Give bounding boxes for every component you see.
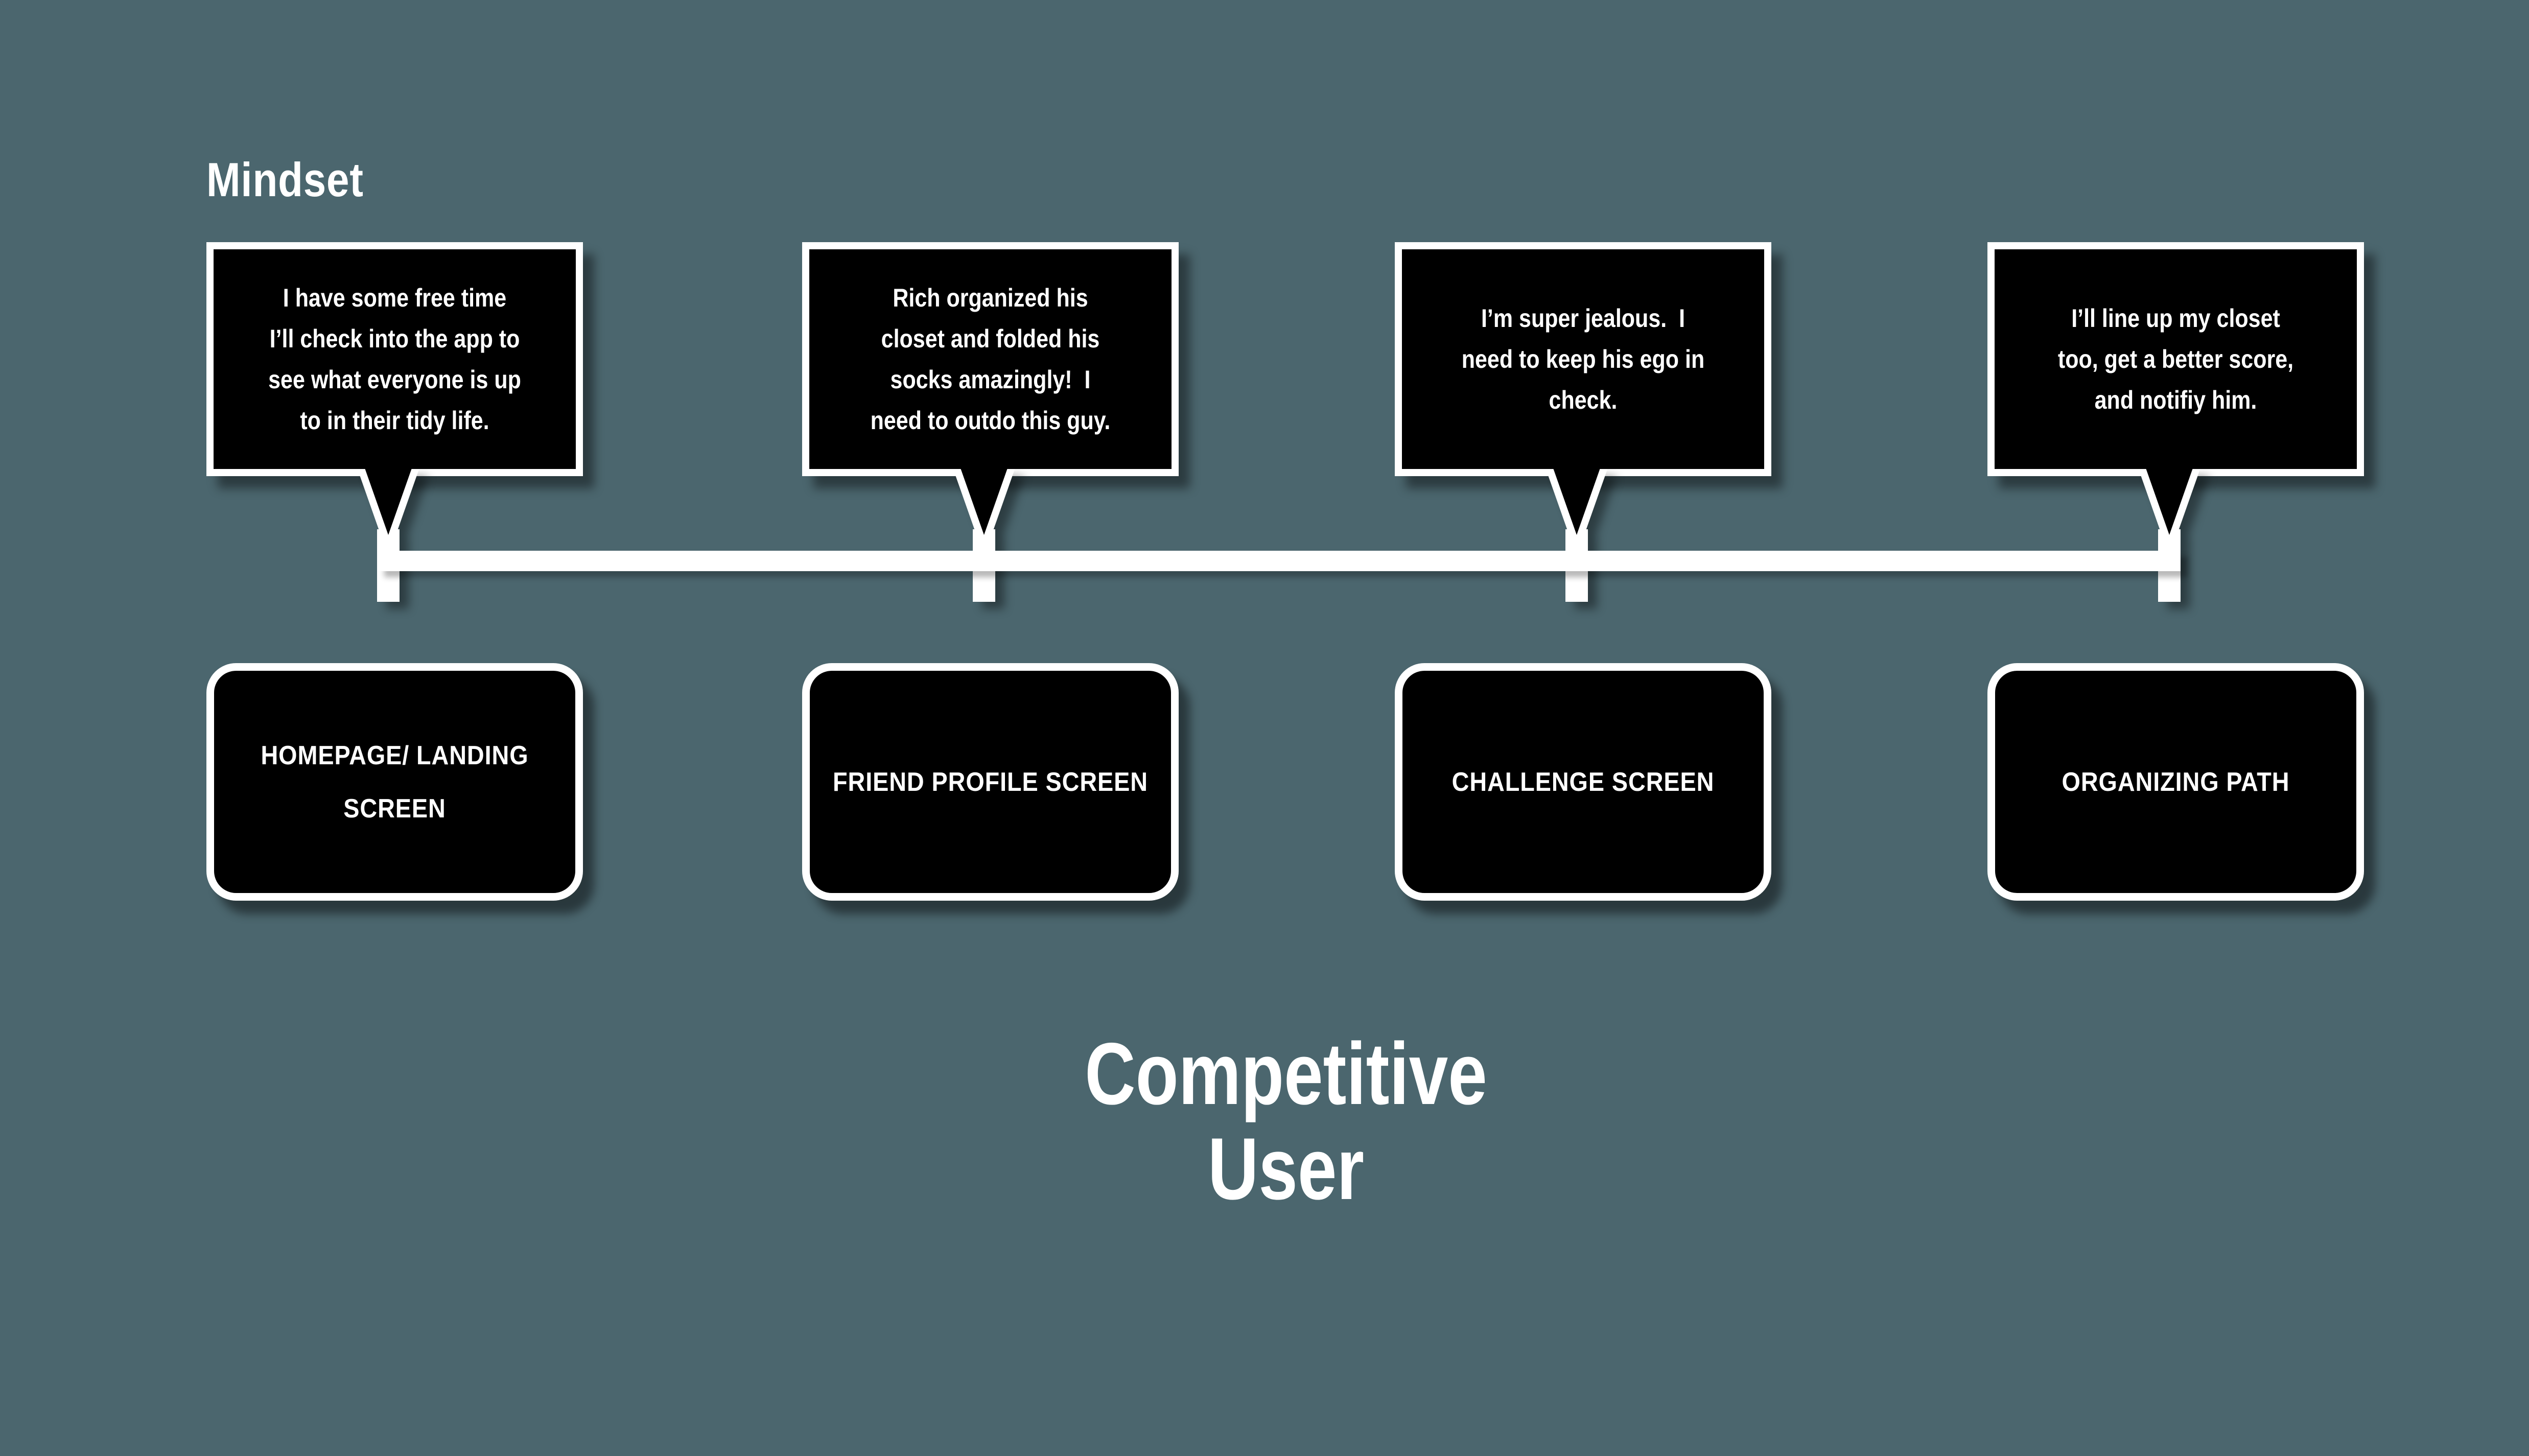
screen-box-1-label: HOMEPAGE/ LANDING SCREEN xyxy=(261,740,529,824)
thought-bubble-4-text: I’ll line up my closet too, get a better… xyxy=(2057,304,2294,414)
screen-box-3-label: CHALLENGE SCREEN xyxy=(1451,767,1715,797)
bubble-tail-tick-2 xyxy=(953,469,1015,602)
bubble-tail-tick-1 xyxy=(357,469,419,602)
timeline-bar xyxy=(377,551,2181,571)
thought-bubble-1-text: I have some free time I’ll check into th… xyxy=(268,284,521,435)
persona-title: Competitive User xyxy=(1085,1025,1487,1218)
mindset-heading: Mindset xyxy=(206,153,364,206)
thought-bubble-3-text: I’m super jealous. I need to keep his eg… xyxy=(1461,304,1705,414)
screen-box-3: CHALLENGE SCREEN xyxy=(1395,663,1771,901)
thought-bubble-3: I’m super jealous. I need to keep his eg… xyxy=(1395,242,1771,476)
thought-bubble-2: Rich organized his closet and folded his… xyxy=(802,242,1179,476)
screen-box-2-label: FRIEND PROFILE SCREEN xyxy=(833,767,1148,797)
screen-box-4-label: ORGANIZING PATH xyxy=(2062,767,2290,797)
screen-box-4: ORGANIZING PATH xyxy=(1987,663,2364,901)
screen-box-1: HOMEPAGE/ LANDING SCREEN xyxy=(206,663,583,901)
thought-bubble-2-text: Rich organized his closet and folded his… xyxy=(870,284,1111,435)
bubble-tail-tick-3 xyxy=(1545,469,1608,602)
screen-box-2: FRIEND PROFILE SCREEN xyxy=(802,663,1179,901)
thought-bubble-1: I have some free time I’ll check into th… xyxy=(206,242,583,476)
bubble-tail-tick-4 xyxy=(2138,469,2200,602)
thought-bubble-4: I’ll line up my closet too, get a better… xyxy=(1987,242,2364,476)
